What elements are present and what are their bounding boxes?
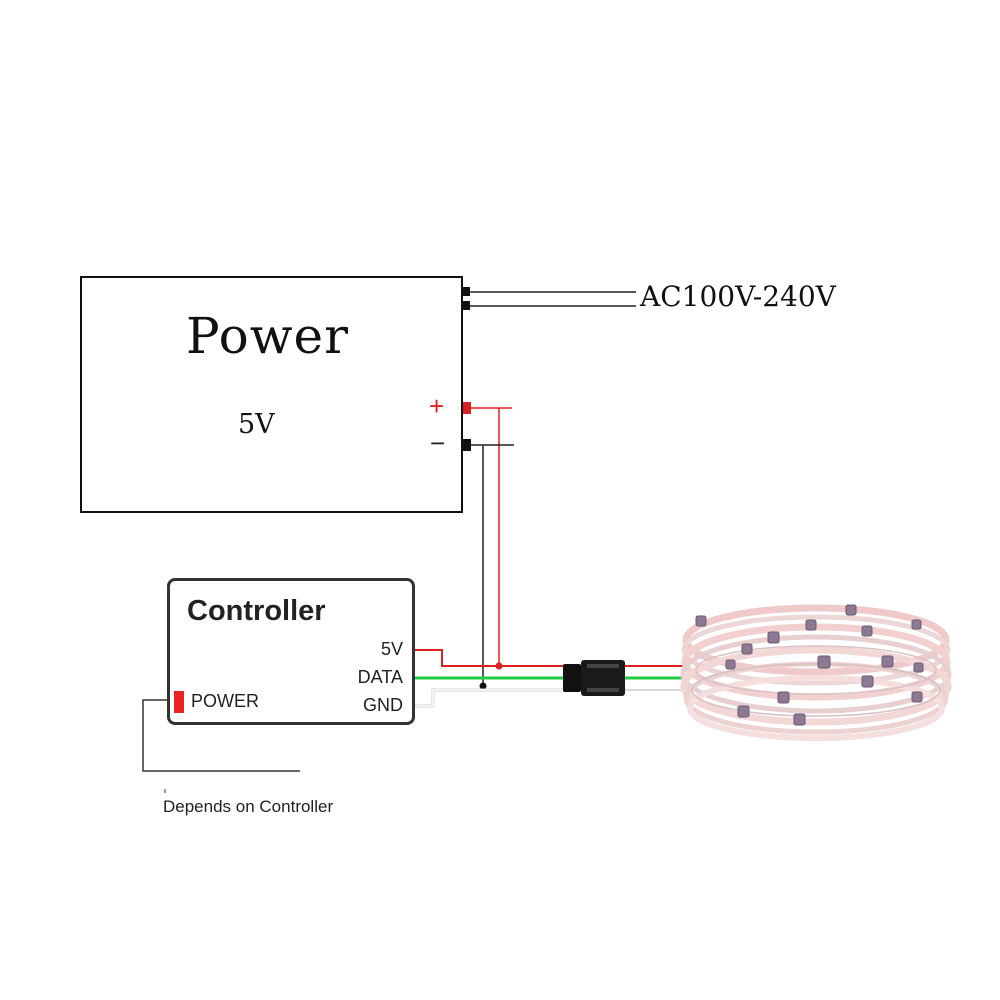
ac-terminal-1	[460, 287, 470, 296]
depends-note: Depends on Controller	[163, 797, 334, 816]
controller-power-lead	[142, 699, 300, 772]
controller-title: Controller	[187, 595, 326, 627]
ac-input-label: AC100V-240V	[640, 280, 836, 313]
negative-symbol: −	[430, 428, 446, 458]
controller-output-wires	[415, 649, 566, 708]
negative-wire	[459, 439, 514, 690]
controller-box: Controller 5V DATA GND POWER	[167, 578, 415, 725]
led-chips	[695, 604, 924, 726]
ac-input-wires	[460, 287, 636, 310]
led-strip-coil	[680, 604, 952, 741]
power-supply-box: Power 5V	[80, 276, 463, 513]
negative-junction	[479, 682, 487, 690]
power-supply-voltage: 5V	[238, 409, 275, 440]
pin-gnd-label: GND	[363, 695, 403, 715]
power-supply-title: Power	[186, 307, 350, 365]
ac-terminal-2	[460, 301, 470, 310]
pin-data-label: DATA	[357, 667, 403, 687]
positive-symbol: +	[429, 391, 445, 421]
power-port-label: POWER	[191, 691, 260, 711]
jst-connector	[563, 660, 690, 696]
power-indicator	[174, 691, 184, 713]
pin-5v-label: 5V	[380, 639, 403, 659]
